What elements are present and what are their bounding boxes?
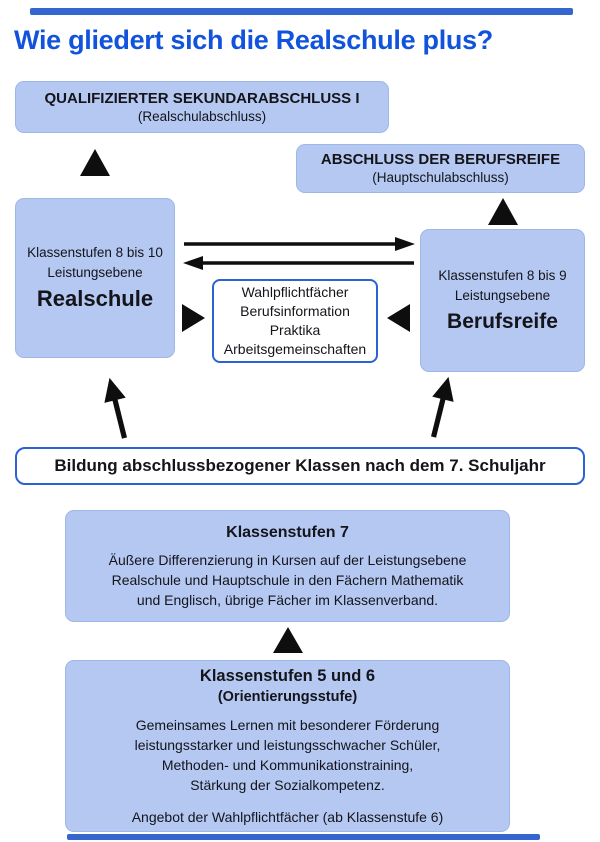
arrow-up-icon <box>488 198 518 225</box>
klassenstufen7-line1: Äußere Differenzierung in Kursen auf der… <box>108 551 467 568</box>
arrow-up-icon <box>80 149 110 176</box>
box-realschule-line2: Leistungsebene <box>47 265 143 280</box>
wahlpflicht-line4: Arbeitsgemeinschaften <box>223 341 367 357</box>
box-klassenstufen-5-6: Klassenstufen 5 und 6 (Orientierungsstuf… <box>65 660 510 832</box>
box-klassenstufen-7: Klassenstufen 7 Äußere Differenzierung i… <box>65 510 510 622</box>
top-rule <box>30 8 573 15</box>
box-abschluss-berufsreife-subtitle: (Hauptschulabschluss) <box>372 170 509 185</box>
wahlpflicht-line1: Wahlpflichtfächer <box>241 284 349 300</box>
box-realschule-line1: Klassenstufen 8 bis 10 <box>27 245 163 260</box>
bildung-banner-text: Bildung abschlussbezogener Klassen nach … <box>54 456 546 475</box>
klassenstufen56-subtitle: (Orientierungsstufe) <box>217 689 358 705</box>
klassenstufen56-line1: Gemeinsames Lernen mit besonderer Förder… <box>135 717 440 733</box>
exchange-arrows-icon <box>183 237 415 270</box>
klassenstufen7-title: Klassenstufen 7 <box>226 523 349 541</box>
wahlpflicht-line3: Praktika <box>269 322 321 338</box>
box-berufsreife: Klassenstufen 8 bis 9 Leistungsebene Ber… <box>420 229 585 372</box>
klassenstufen56-footer: Angebot der Wahlpflichtfächer (ab Klasse… <box>131 809 444 825</box>
page-title: Wie gliedert sich die Realschule plus? <box>14 25 493 55</box>
box-qualifizierter-subtitle: (Realschulabschluss) <box>137 108 267 124</box>
klassenstufen56-line2: leistungsstarker und leistungsschwacher … <box>134 737 441 753</box>
box-abschluss-berufsreife-title: ABSCHLUSS DER BERUFSREIFE <box>320 151 561 168</box>
box-abschluss-berufsreife: ABSCHLUSS DER BERUFSREIFE (Hauptschulabs… <box>296 144 585 193</box>
klassenstufen7-line2: Realschule und Hauptschule in den Fächer… <box>111 571 464 588</box>
box-berufsreife-line1: Klassenstufen 8 bis 9 <box>438 268 567 283</box>
box-bildung-banner: Bildung abschlussbezogener Klassen nach … <box>15 447 585 485</box>
wahlpflicht-line2: Berufsinformation <box>240 303 350 319</box>
bottom-rule <box>67 834 540 840</box>
arrow-up-icon <box>273 627 303 653</box>
klassenstufen7-line3: und Englisch, übrige Fächer im Klassenve… <box>136 591 439 608</box>
diagonal-arrow-up-right-icon <box>430 376 454 438</box>
box-qualifizierter-title: QUALIFIZIERTER SEKUNDARABSCHLUSS I <box>44 89 360 107</box>
box-berufsreife-label: Berufsreife <box>447 310 558 333</box>
box-realschule-label: Realschule <box>36 286 154 311</box>
klassenstufen56-line4: Stärkung der Sozialkompetenz. <box>190 777 385 793</box>
klassenstufen56-line3: Methoden- und Kommunikationstraining, <box>161 757 414 773</box>
triangle-right-icon <box>182 304 205 332</box>
diagonal-arrow-up-left-icon <box>104 377 128 439</box>
box-wahlpflichtfaecher: Wahlpflichtfächer Berufsinformation Prak… <box>212 279 378 363</box>
box-qualifizierter-sekundarabschluss: QUALIFIZIERTER SEKUNDARABSCHLUSS I (Real… <box>15 81 389 133</box>
klassenstufen56-title: Klassenstufen 5 und 6 <box>199 667 376 685</box>
triangle-left-icon <box>387 304 410 332</box>
box-berufsreife-line2: Leistungsebene <box>454 288 551 303</box>
box-realschule: Klassenstufen 8 bis 10 Leistungsebene Re… <box>15 198 175 358</box>
